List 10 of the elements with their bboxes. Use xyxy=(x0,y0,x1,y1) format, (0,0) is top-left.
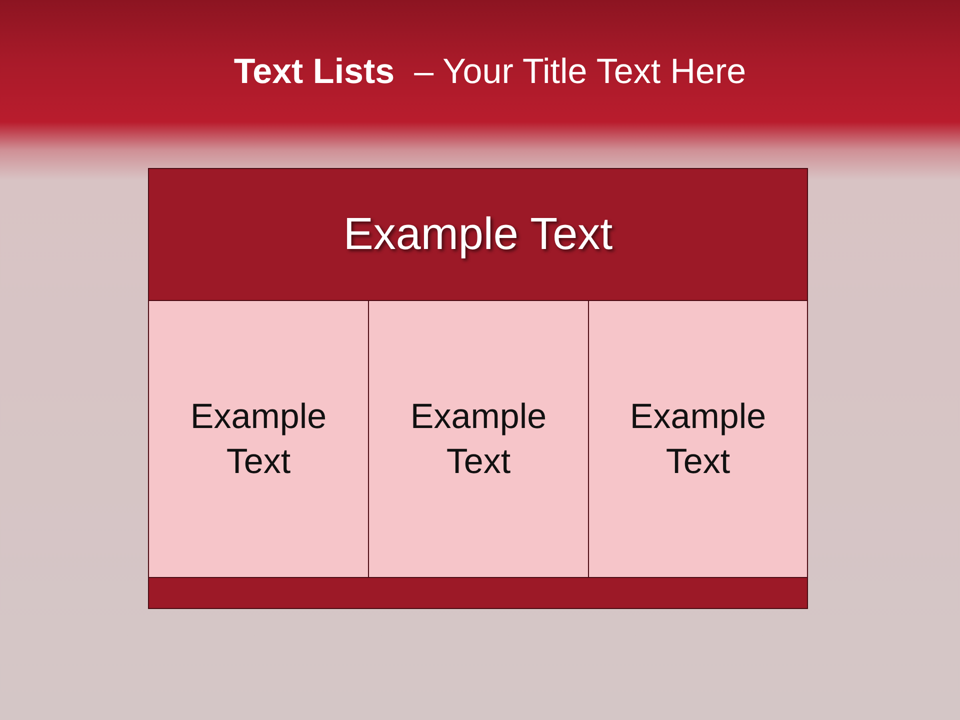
panel-text: Example Text xyxy=(409,396,548,483)
slide-title: Text Lists – Your Title Text Here xyxy=(234,52,746,92)
footer-bar xyxy=(148,577,808,609)
text-panel xyxy=(368,300,589,578)
text-panel xyxy=(148,300,369,578)
panel-text: Example Text xyxy=(189,396,328,483)
panel-text: Example Text xyxy=(628,396,768,483)
header-panel xyxy=(148,168,808,301)
text-panel xyxy=(588,300,808,578)
panel-heading: Example Text xyxy=(343,207,613,262)
